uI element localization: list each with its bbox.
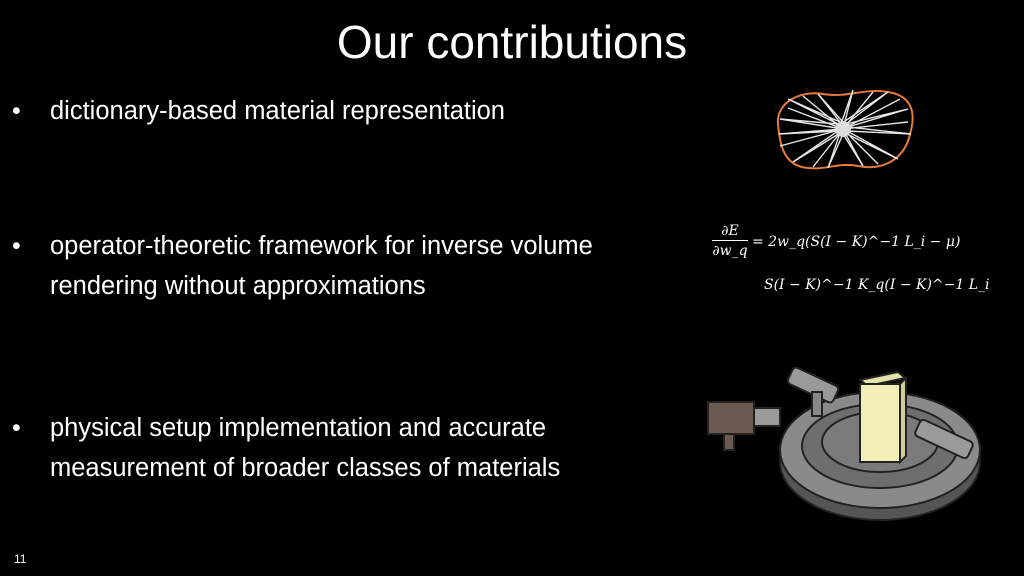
equation-line-1: = 2w_q(S(I − K)^−1 L_i − μ) (752, 234, 961, 250)
page-number: 11 (14, 552, 27, 566)
bullet-item: • operator-theoretic framework for inver… (12, 226, 692, 306)
gradient-equation: ∂E ∂w_q = 2w_q(S(I − K)^−1 L_i − μ) S(I … (706, 220, 1006, 310)
bullet-text: operator-theoretic framework for inverse… (50, 232, 593, 300)
equation-line-2: S(I − K)^−1 K_q(I − K)^−1 L_i (764, 277, 990, 293)
bullet-marker: • (12, 232, 21, 260)
equation-denominator: ∂w_q (712, 243, 748, 259)
bullet-marker: • (12, 414, 21, 442)
bullet-text: dictionary-based material representation (50, 97, 505, 125)
equation-fraction: ∂E ∂w_q (712, 222, 748, 261)
bullet-item: • dictionary-based material representati… (12, 91, 692, 131)
bullet-marker: • (12, 97, 21, 125)
bullet-text: physical setup implementation and accura… (50, 414, 561, 482)
measurement-rig-illustration-icon (707, 366, 981, 521)
phase-function-star-plot-icon (776, 89, 914, 170)
equation-numerator: ∂E (712, 222, 748, 241)
slide-title: Our contributions (336, 16, 688, 68)
bullet-item: • physical setup implementation and accu… (12, 408, 692, 488)
